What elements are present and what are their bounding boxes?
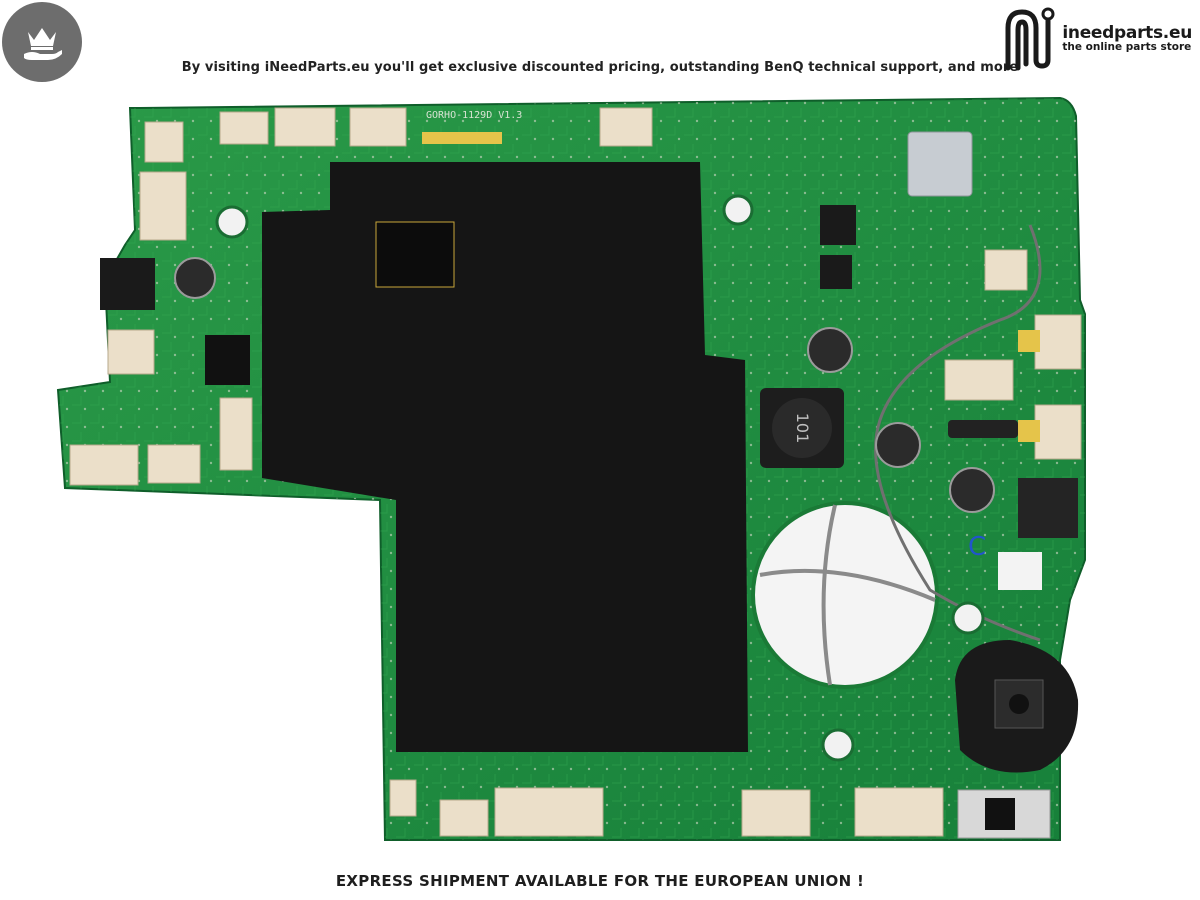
svg-text:C: C bbox=[968, 532, 986, 562]
brand-logo[interactable]: ineedparts.eu the online parts store bbox=[1000, 4, 1192, 74]
crown-badge bbox=[2, 2, 82, 82]
capacitor bbox=[174, 257, 995, 513]
crown-on-hand-icon bbox=[24, 28, 62, 60]
connectors bbox=[69, 107, 1082, 837]
shipping-banner: EXPRESS SHIPMENT AVAILABLE FOR THE EUROP… bbox=[335, 872, 865, 890]
board-cutout bbox=[751, 501, 939, 689]
svg-text:101: 101 bbox=[793, 413, 812, 444]
svg-text:GORHO-1129D V1.3: GORHO-1129D V1.3 bbox=[426, 110, 522, 121]
circuit-board-photo: 101 bbox=[56, 96, 1086, 841]
emi-shield bbox=[262, 162, 748, 752]
promo-tagline: By visiting iNeedParts.eu you'll get exc… bbox=[181, 60, 1019, 75]
wifi-module bbox=[907, 131, 973, 197]
logo-subtitle: the online parts store bbox=[1062, 41, 1192, 54]
logo-name: ineedparts.eu bbox=[1062, 22, 1192, 43]
cable-plug-n-icon bbox=[1005, 7, 1055, 71]
